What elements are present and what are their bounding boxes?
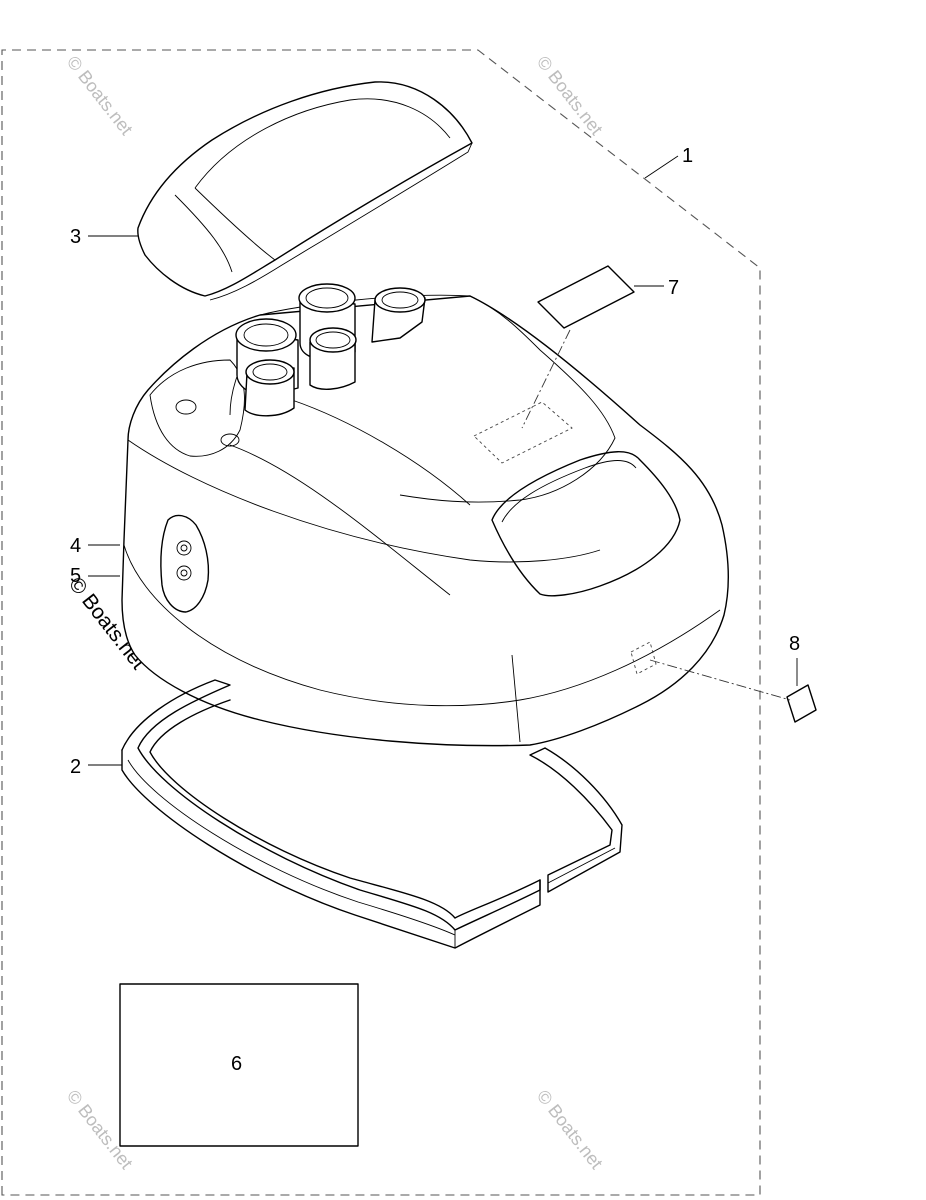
top-cowling (121, 294, 729, 747)
watermark-bottom-center: © Boats.net (533, 1086, 607, 1173)
label-7-placement (473, 401, 573, 464)
cowling-inlets (235, 283, 426, 417)
callout-5: 5 (70, 565, 81, 587)
label-plate-7 (537, 265, 635, 329)
watermark-top-left: © Boats.net (63, 52, 137, 139)
bolt-lower (176, 565, 192, 581)
callout-1: 1 (682, 145, 693, 167)
callout-3: 3 (70, 226, 81, 248)
label-plate-8 (786, 684, 817, 723)
callout-6: 6 (231, 1053, 242, 1075)
bolt-upper (176, 540, 192, 556)
assembly-group-outline (1, 49, 761, 1196)
callout-7: 7 (668, 277, 679, 299)
callout-8: 8 (789, 633, 800, 655)
watermark-top-center: © Boats.net (533, 52, 607, 139)
leader-1 (644, 155, 679, 179)
item-6-box (119, 983, 359, 1147)
label-8-placement (630, 641, 657, 675)
callout-4: 4 (70, 535, 81, 557)
callout-2: 2 (70, 756, 81, 778)
cowling-seal (121, 679, 623, 949)
top-cover-pad (137, 81, 473, 301)
